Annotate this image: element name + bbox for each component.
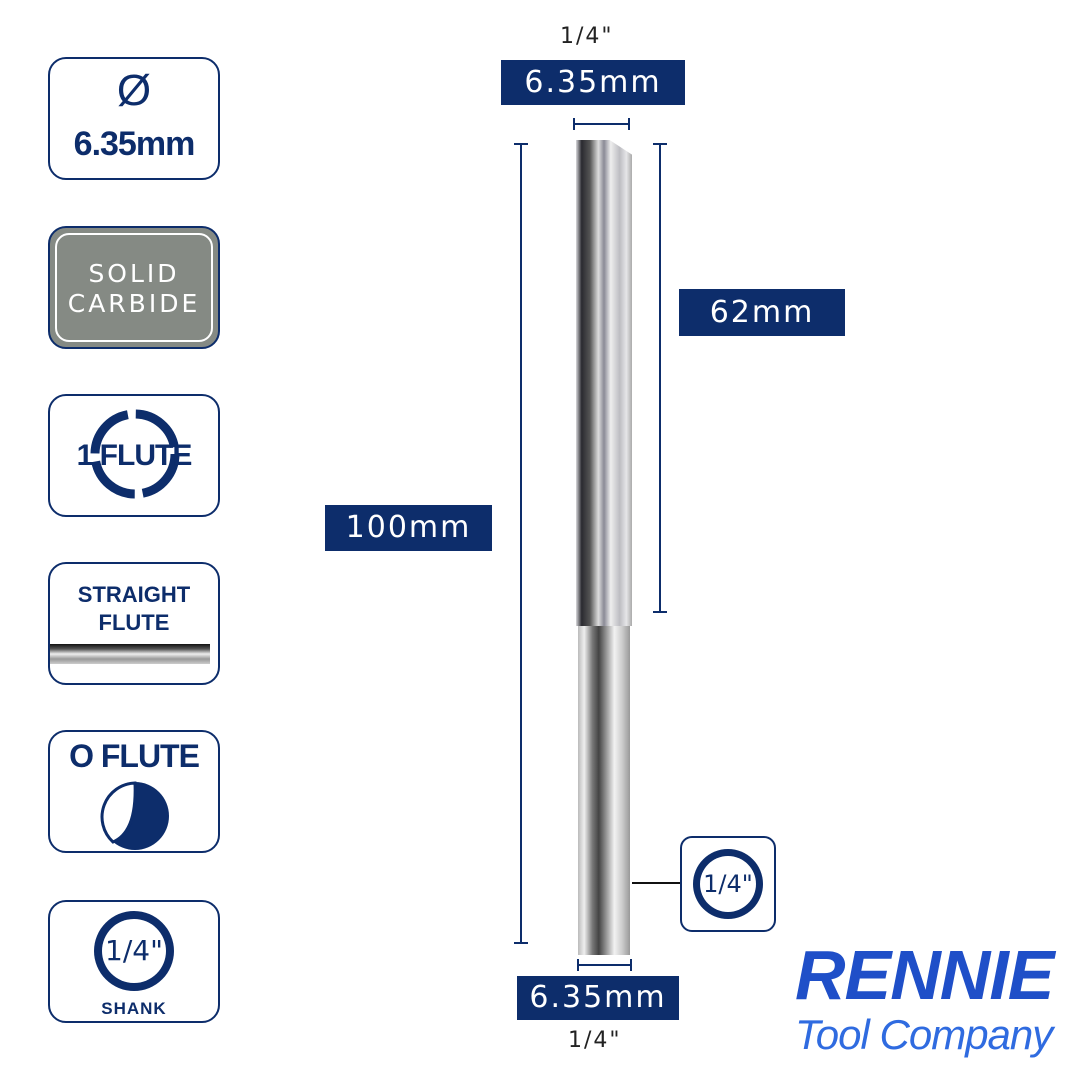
o-flute-icon bbox=[100, 781, 169, 850]
shank-callout-value: 1/4" bbox=[703, 870, 753, 898]
diameter-value: 6.35mm bbox=[73, 125, 196, 163]
shank-circle-icon bbox=[94, 911, 174, 991]
diameter-symbol: Ø bbox=[116, 66, 152, 115]
o-flute-text: O FLUTE bbox=[69, 738, 200, 774]
diameter-badge: Ø 6.35mm bbox=[48, 57, 220, 180]
solid-carbide-badge: SOLID CARBIDE bbox=[48, 226, 220, 349]
flute-type-line1: STRAIGHT bbox=[77, 582, 191, 607]
cut-diameter-inch: 1/4" bbox=[560, 24, 614, 49]
shank-label: SHANK bbox=[101, 999, 167, 1018]
flute-count-text: 1 FLUTE bbox=[76, 439, 193, 472]
cut-diameter-label: 6.35mm bbox=[501, 60, 685, 105]
shank-diameter-inch: 1/4" bbox=[568, 1028, 622, 1053]
shank-value: 1/4" bbox=[105, 934, 163, 967]
shank-callout: 1/4" bbox=[680, 836, 776, 932]
straight-flute-badge: STRAIGHT FLUTE bbox=[48, 562, 220, 685]
logo-subtitle: Tool Company bbox=[795, 1011, 1053, 1058]
router-bit-flute bbox=[576, 140, 632, 626]
o-flute-badge: O FLUTE bbox=[48, 730, 220, 853]
straight-flute-image bbox=[50, 644, 210, 664]
material-line1: SOLID bbox=[88, 259, 180, 288]
shank-badge: 1/4" SHANK bbox=[48, 900, 220, 1023]
cut-length-label: 62mm bbox=[679, 289, 845, 336]
flute-type-line2: FLUTE bbox=[98, 610, 170, 635]
flute-ring-icon bbox=[90, 409, 180, 499]
shank-diameter-label: 6.35mm bbox=[517, 976, 679, 1020]
router-bit-shank bbox=[578, 626, 630, 955]
shank-callout-circle-icon bbox=[693, 849, 763, 919]
overall-length-label: 100mm bbox=[325, 505, 492, 551]
material-line2: CARBIDE bbox=[67, 289, 201, 318]
logo-brand: RENNIE bbox=[795, 936, 1054, 1014]
flute-count-badge: 1 FLUTE bbox=[48, 394, 220, 517]
